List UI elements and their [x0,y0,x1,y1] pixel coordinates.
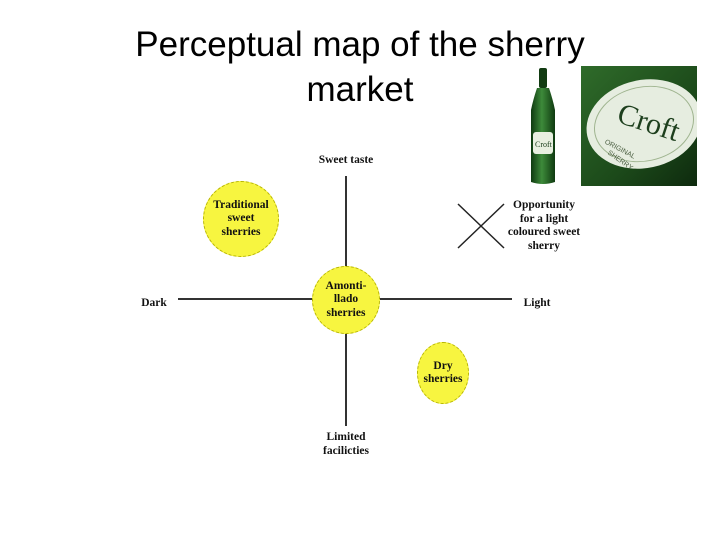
axis-label-left: Dark [141,297,167,309]
opportunity-label: Opportunity for a light coloured sweet s… [507,199,581,252]
bubble-amontillado-sherries: Amonti- llado sherries [312,266,380,334]
page-title: Perceptual map of the sherry market [60,22,660,112]
title-line-2: market [306,70,414,109]
bubble-traditional-sweet-sherries: Traditional sweet sherries [203,181,279,257]
axis-label-bottom-line1: Limited [326,431,366,443]
bubble-dry-sherries: Dry sherries [417,342,469,404]
opportunity-cross-icon [457,203,505,249]
axis-label-bottom-line2: facilicties [323,444,369,457]
croft-sherry-photo: Croft ORIGINAL SHERRY Croft [519,66,697,186]
axis-label-bottom: Limited facilicties [306,431,386,458]
axis-label-top: Sweet taste [318,154,374,166]
bottle-label-text: Croft [535,140,553,149]
bubble-traditional-text: Traditional sweet sherries [213,198,269,238]
bubble-amontillado-text: Amonti- llado sherries [325,279,367,319]
title-line-1: Perceptual map of the sherry [135,25,585,64]
bubble-dry-text: Dry sherries [423,359,463,386]
axis-label-right: Light [523,297,551,309]
